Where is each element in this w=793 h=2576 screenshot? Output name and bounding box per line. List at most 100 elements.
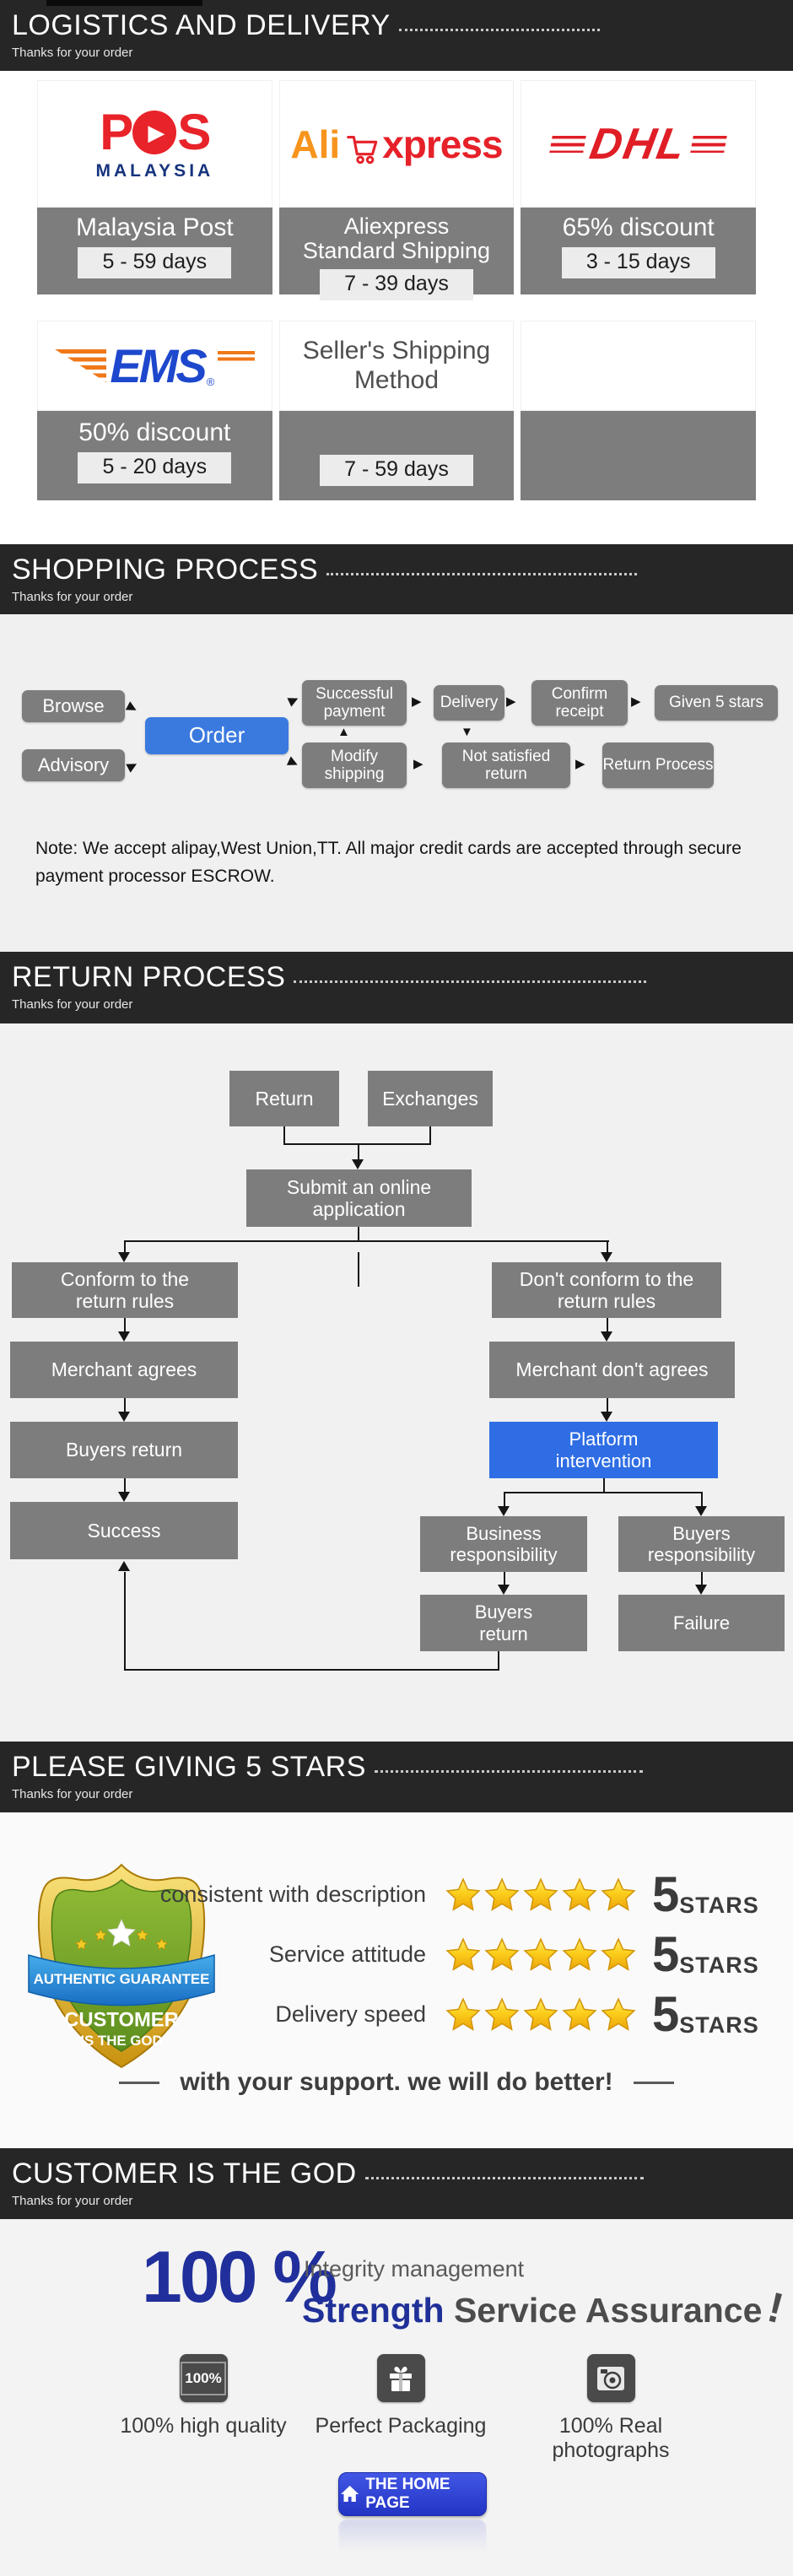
badge-ribbon-text: AUTHENTIC GUARANTEE xyxy=(34,1971,210,1987)
delivery-days-badge: 5 - 20 days xyxy=(78,452,232,484)
rating-unit: STARS xyxy=(679,2012,759,2038)
flow-node-successful-payment: Successful payment xyxy=(302,680,407,726)
flow-connector xyxy=(358,1143,359,1160)
shipping-methods-table: P▶S MALAYSIA Malaysia Post 5 - 59 days A… xyxy=(0,71,793,544)
rating-rows: consistent with description 5 STARS Serv… xyxy=(152,1865,759,2044)
star-icon xyxy=(563,1877,596,1910)
badge-100-icon: 100% xyxy=(179,2354,228,2402)
carrier-name: Malaysia Post xyxy=(75,213,234,241)
flow-node-given-5-stars: Given 5 stars xyxy=(655,685,778,721)
pos-malaysia-wordmark: MALAYSIA xyxy=(95,160,214,181)
flow-node-merchant-dont-agrees: Merchant don't agrees xyxy=(489,1342,735,1398)
flow-arrow-down-icon xyxy=(118,1412,130,1422)
flow-node-buyers-responsibility: Buyers responsibility xyxy=(618,1516,785,1572)
flow-arrow-icon: ▶ xyxy=(285,753,301,771)
ems-stripes-icon xyxy=(54,348,107,383)
shipping-row-2: EMS ® 50% discount 5 - 20 days Seller's … xyxy=(37,321,756,500)
flow-node-failure: Failure xyxy=(618,1595,785,1651)
ems-stripes-icon xyxy=(218,351,256,364)
flow-arrow-icon: ▶ xyxy=(124,699,140,716)
flow-node-buyers-return: Buyers return xyxy=(10,1422,238,1478)
flow-arrow-down-icon xyxy=(118,1331,130,1342)
flow-arrow-down-icon xyxy=(601,1412,612,1422)
flow-arrow-icon: ▶ xyxy=(285,691,301,709)
dash-rule xyxy=(633,2081,674,2084)
flow-node-buyers-return-2: Buyers return xyxy=(420,1595,587,1651)
carrier-cell-ems: EMS ® 50% discount 5 - 20 days xyxy=(37,321,272,500)
home-page-button[interactable]: THE HOME PAGE xyxy=(338,2472,487,2516)
carrier-cell-empty xyxy=(521,321,756,500)
percent-100: 100 % xyxy=(142,2237,337,2318)
rating-value: 5 xyxy=(652,1926,680,1982)
carrier-cell-pos-malaysia: P▶S MALAYSIA Malaysia Post 5 - 59 days xyxy=(37,80,272,294)
customer-section: 100 % Integrity management Strength Serv… xyxy=(0,2219,793,2576)
flow-arrow-down-icon xyxy=(498,1585,510,1595)
support-text: with your support. we will do better! xyxy=(180,2068,613,2096)
flow-connector xyxy=(603,1478,605,1492)
star-icon xyxy=(524,1937,558,1970)
rating-unit: STARS xyxy=(679,1952,759,1978)
home-button-label: THE HOME PAGE xyxy=(365,2476,450,2512)
flow-arrow-down-icon xyxy=(118,1492,130,1502)
dhl-logo: DHL xyxy=(521,80,756,208)
flow-node-dont-conform-rules: Don't conform to the return rules xyxy=(492,1262,721,1318)
ali-wordmark: Ali xyxy=(290,122,341,166)
payment-note: Note: We accept alipay,West Union,TT. Al… xyxy=(35,839,742,886)
carrier-cell-dhl: DHL 65% discount 3 - 15 days xyxy=(521,80,756,294)
pos-malaysia-logo: P▶S MALAYSIA xyxy=(37,80,272,208)
section-title: RETURN PROCESS xyxy=(12,961,286,993)
delivery-days-badge: 7 - 39 days xyxy=(319,269,473,301)
flow-node-merchant-agrees: Merchant agrees xyxy=(10,1342,238,1398)
ems-wordmark: EMS xyxy=(110,338,207,392)
flow-node-exchanges: Exchanges xyxy=(368,1071,493,1126)
section-header-logistics: LOGISTICS AND DELIVERY Thanks for your o… xyxy=(0,0,793,71)
flow-node-return: Return xyxy=(229,1071,339,1126)
flow-node-delivery: Delivery xyxy=(434,685,504,721)
flow-connector xyxy=(124,1240,126,1253)
flow-arrow-down-icon xyxy=(695,1585,707,1595)
aliexpress-logo: Ali xpress xyxy=(278,80,515,208)
pos-logo-circle: ▶ xyxy=(132,110,177,154)
flow-arrow-icon: ▶ xyxy=(631,694,641,709)
flow-connector xyxy=(607,1398,608,1412)
section-title: SHOPPING PROCESS xyxy=(12,554,319,586)
rating-label: consistent with description xyxy=(159,1882,426,1907)
carrier-name: Aliexpress Standard Shipping xyxy=(302,213,491,264)
flow-node-success: Success xyxy=(10,1502,238,1559)
carrier-name: 65% discount xyxy=(562,213,715,241)
dhl-wordmark: DHL xyxy=(586,119,691,169)
delivery-days-badge: 7 - 59 days xyxy=(319,455,473,486)
dhl-stripes-icon xyxy=(690,135,727,153)
top-artifact-bar xyxy=(46,0,202,6)
flow-arrow-down-icon xyxy=(118,1252,130,1262)
shopping-cart-icon xyxy=(347,135,378,164)
section-header-return: RETURN PROCESS Thanks for your order xyxy=(0,952,793,1023)
seller-method-title: Seller's Shipping Method xyxy=(302,337,491,394)
tagline: Strength Service Assurance! xyxy=(302,2283,789,2332)
tagline-small: Integrity management xyxy=(304,2256,525,2282)
feature-real-photographs: 100% Real photographs xyxy=(501,2354,720,2463)
flow-arrow-up-icon: ▲ xyxy=(337,725,350,739)
flow-node-modify-shipping: Modify shipping xyxy=(302,743,407,788)
flow-arrow-icon: ▶ xyxy=(124,757,140,775)
flow-connector xyxy=(358,1252,359,1287)
shopping-process-flowchart: Browse Advisory Order Successful payment… xyxy=(0,614,793,952)
flow-connector xyxy=(124,1318,126,1332)
delivery-days-badge: 3 - 15 days xyxy=(561,247,715,279)
home-button-reflection xyxy=(338,2519,487,2563)
feature-high-quality: 100% 100% high quality xyxy=(102,2354,305,2438)
carrier-name: 50% discount xyxy=(78,419,231,446)
flow-node-business-responsibility: Business responsibility xyxy=(420,1516,587,1572)
flow-arrow-down-icon xyxy=(601,1252,612,1262)
pos-logo-letter: P xyxy=(100,103,133,160)
flow-node-submit-application: Submit an online application xyxy=(246,1169,472,1227)
dotted-rule xyxy=(398,29,600,31)
return-process-flowchart: Return Exchanges Submit an online applic… xyxy=(0,1023,793,1742)
flow-node-conform-rules: Conform to the return rules xyxy=(12,1262,238,1318)
flow-node-advisory: Advisory xyxy=(22,749,125,781)
flow-connector xyxy=(124,1240,609,1242)
flow-connector xyxy=(607,1240,608,1253)
section-title: CUSTOMER IS THE GOD xyxy=(12,2157,357,2190)
flow-arrow-down-icon xyxy=(695,1506,707,1516)
five-stars-section: AUTHENTIC GUARANTEE CUSTOMER IS THE GOD … xyxy=(0,1812,793,2148)
